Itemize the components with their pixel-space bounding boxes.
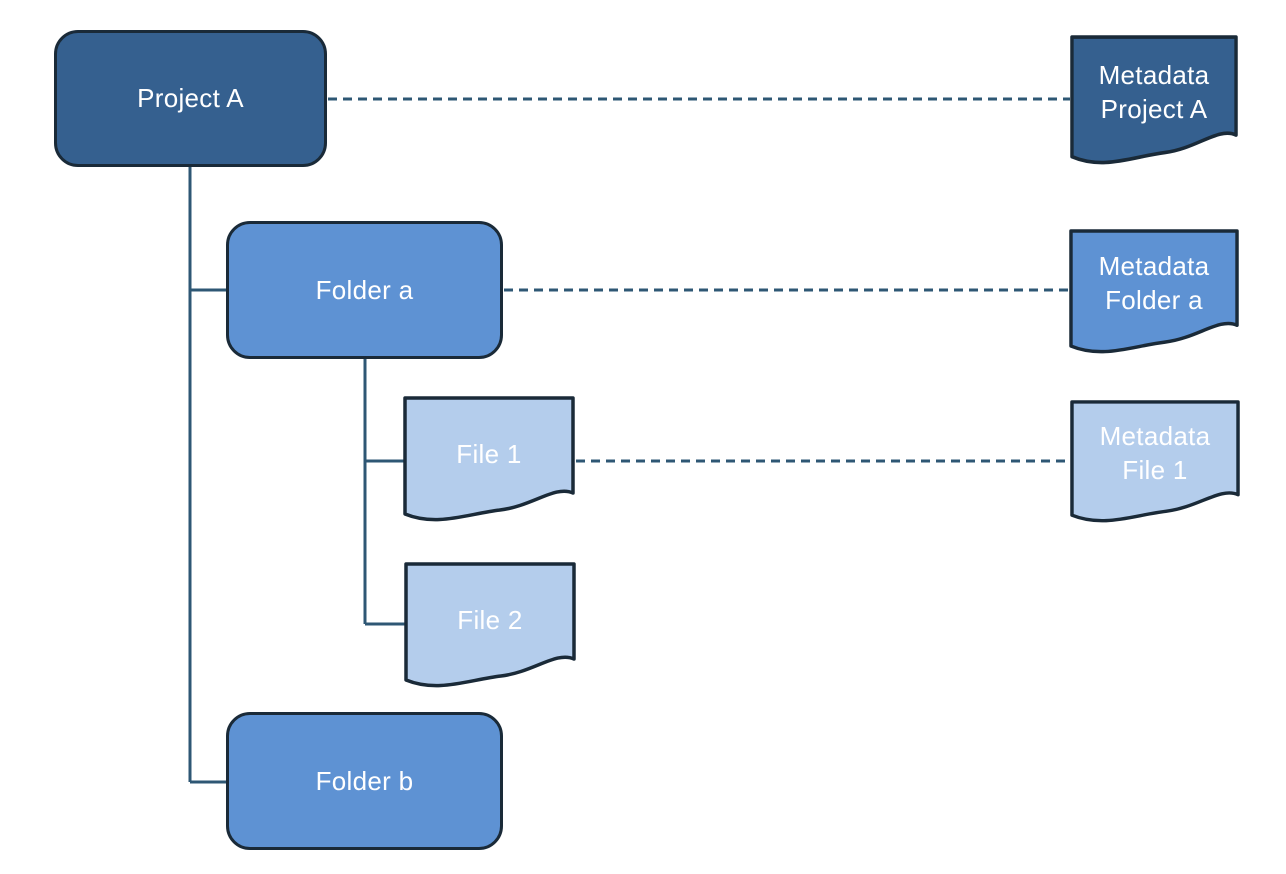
file-2-node[interactable]: File 2 — [404, 562, 576, 689]
document-shape-icon — [1069, 229, 1239, 354]
folder-a-label: Folder a — [315, 274, 414, 305]
metadata-project-a-line1: Metadata — [1098, 59, 1210, 90]
folder-b-label: Folder b — [315, 765, 414, 796]
metadata-file-1-line1: Metadata — [1099, 421, 1211, 451]
metadata-project-a-node[interactable]: Metadata Project A — [1070, 35, 1238, 166]
project-a-node[interactable]: Project A — [54, 30, 327, 167]
metadata-folder-a-line1: Metadata — [1098, 251, 1210, 281]
folder-a-node[interactable]: Folder a — [226, 221, 503, 359]
metadata-folder-a-label: Metadata Folder a — [1099, 249, 1210, 335]
document-shape-icon — [1070, 35, 1238, 165]
document-shape-icon — [1070, 400, 1240, 523]
document-shape-icon — [403, 396, 575, 522]
metadata-file-1-label: Metadata File 1 — [1100, 419, 1211, 505]
file-2-label: File 2 — [457, 604, 523, 635]
metadata-folder-a-line2: Folder a — [1105, 285, 1203, 315]
metadata-file-1-line2: File 1 — [1122, 455, 1188, 485]
file-1-node[interactable]: File 1 — [403, 396, 575, 523]
project-a-label: Project A — [137, 83, 244, 113]
metadata-project-a-label: Metadata Project A — [1099, 58, 1210, 144]
metadata-file-1-node[interactable]: Metadata File 1 — [1070, 400, 1240, 524]
file-1-label: File 1 — [456, 438, 522, 469]
document-shape-icon — [404, 562, 576, 688]
metadata-project-a-line2: Project A — [1100, 93, 1208, 124]
folder-b-node[interactable]: Folder b — [226, 712, 503, 850]
metadata-folder-a-node[interactable]: Metadata Folder a — [1069, 229, 1239, 355]
